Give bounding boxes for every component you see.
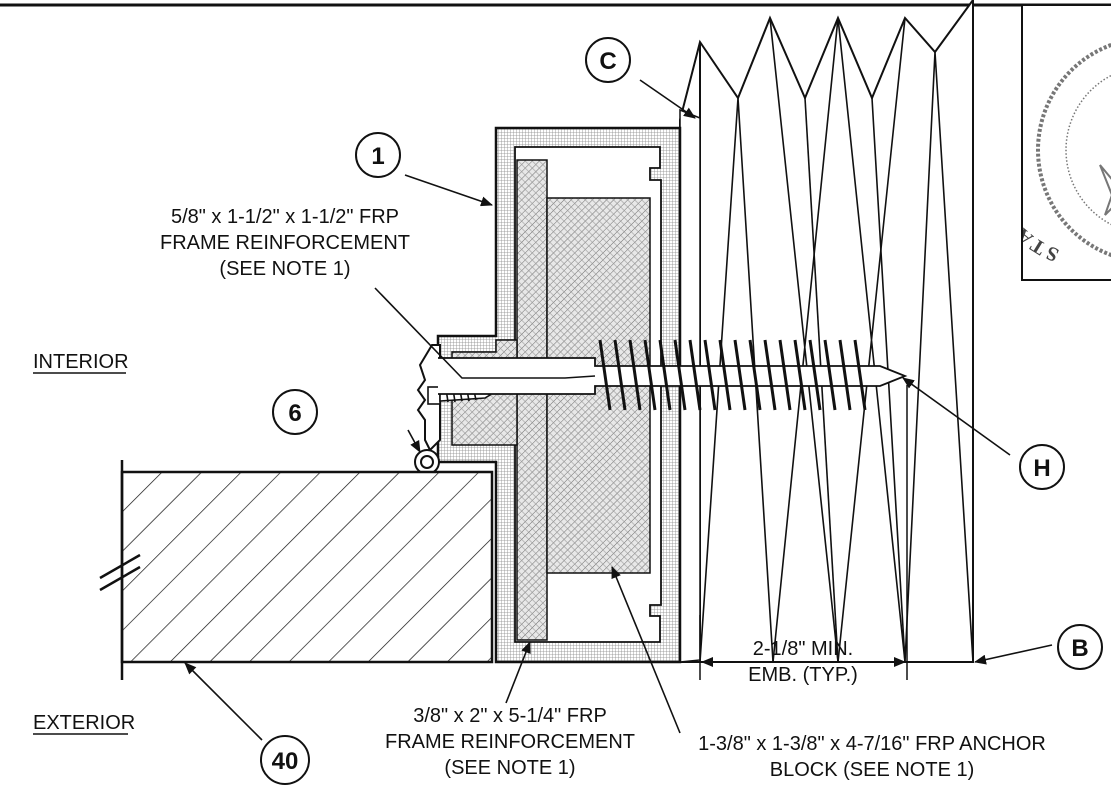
frame-reinforcement-bottom [516, 159, 548, 641]
callout-1: 1 [355, 132, 401, 178]
interior-label: INTERIOR [33, 351, 129, 373]
weatherstrip [414, 344, 441, 475]
embedment-dimension: 2-1/8" MIN. EMB. (TYP.) [699, 385, 908, 686]
embedment-label-line2: EMB. (TYP.) [748, 664, 858, 686]
callout-6: 6 [272, 389, 318, 435]
reinf-bottom-line2: FRAME REINFORCEMENT [385, 731, 635, 753]
exterior-sill-block [99, 460, 494, 680]
reinf-top-line1: 5/8" x 1-1/2" x 1-1/2" FRP [171, 206, 399, 228]
anchor-screw [438, 339, 908, 411]
embedment-label-line1: 2-1/8" MIN. [753, 638, 853, 660]
engineer-seal: STATE OF TEXAS [1021, 4, 1111, 281]
reinf-bottom-line1: 3/8" x 2" x 5-1/4" FRP [413, 705, 607, 727]
svg-text:1: 1 [371, 143, 384, 170]
reinf-bottom-line3: (SEE NOTE 1) [444, 757, 575, 779]
svg-text:40: 40 [272, 748, 299, 775]
anchor-block-line2: BLOCK (SEE NOTE 1) [770, 759, 975, 781]
leader-lines [184, 79, 1053, 741]
callout-40: 40 [260, 735, 310, 785]
masonry-wall [679, 0, 974, 663]
svg-text:6: 6 [288, 400, 301, 427]
reinf-top-line3: (SEE NOTE 1) [219, 258, 350, 280]
svg-text:H: H [1033, 455, 1050, 482]
svg-text:B: B [1071, 635, 1088, 662]
callout-b: B [1057, 624, 1103, 670]
anchor-block-line1: 1-3/8" x 1-3/8" x 4-7/16" FRP ANCHOR [698, 733, 1046, 755]
exterior-label: EXTERIOR [33, 712, 135, 734]
svg-text:C: C [599, 48, 616, 75]
callout-h: H [1019, 444, 1065, 490]
reinf-top-line2: FRAME REINFORCEMENT [160, 232, 410, 254]
callout-c: C [585, 37, 631, 83]
